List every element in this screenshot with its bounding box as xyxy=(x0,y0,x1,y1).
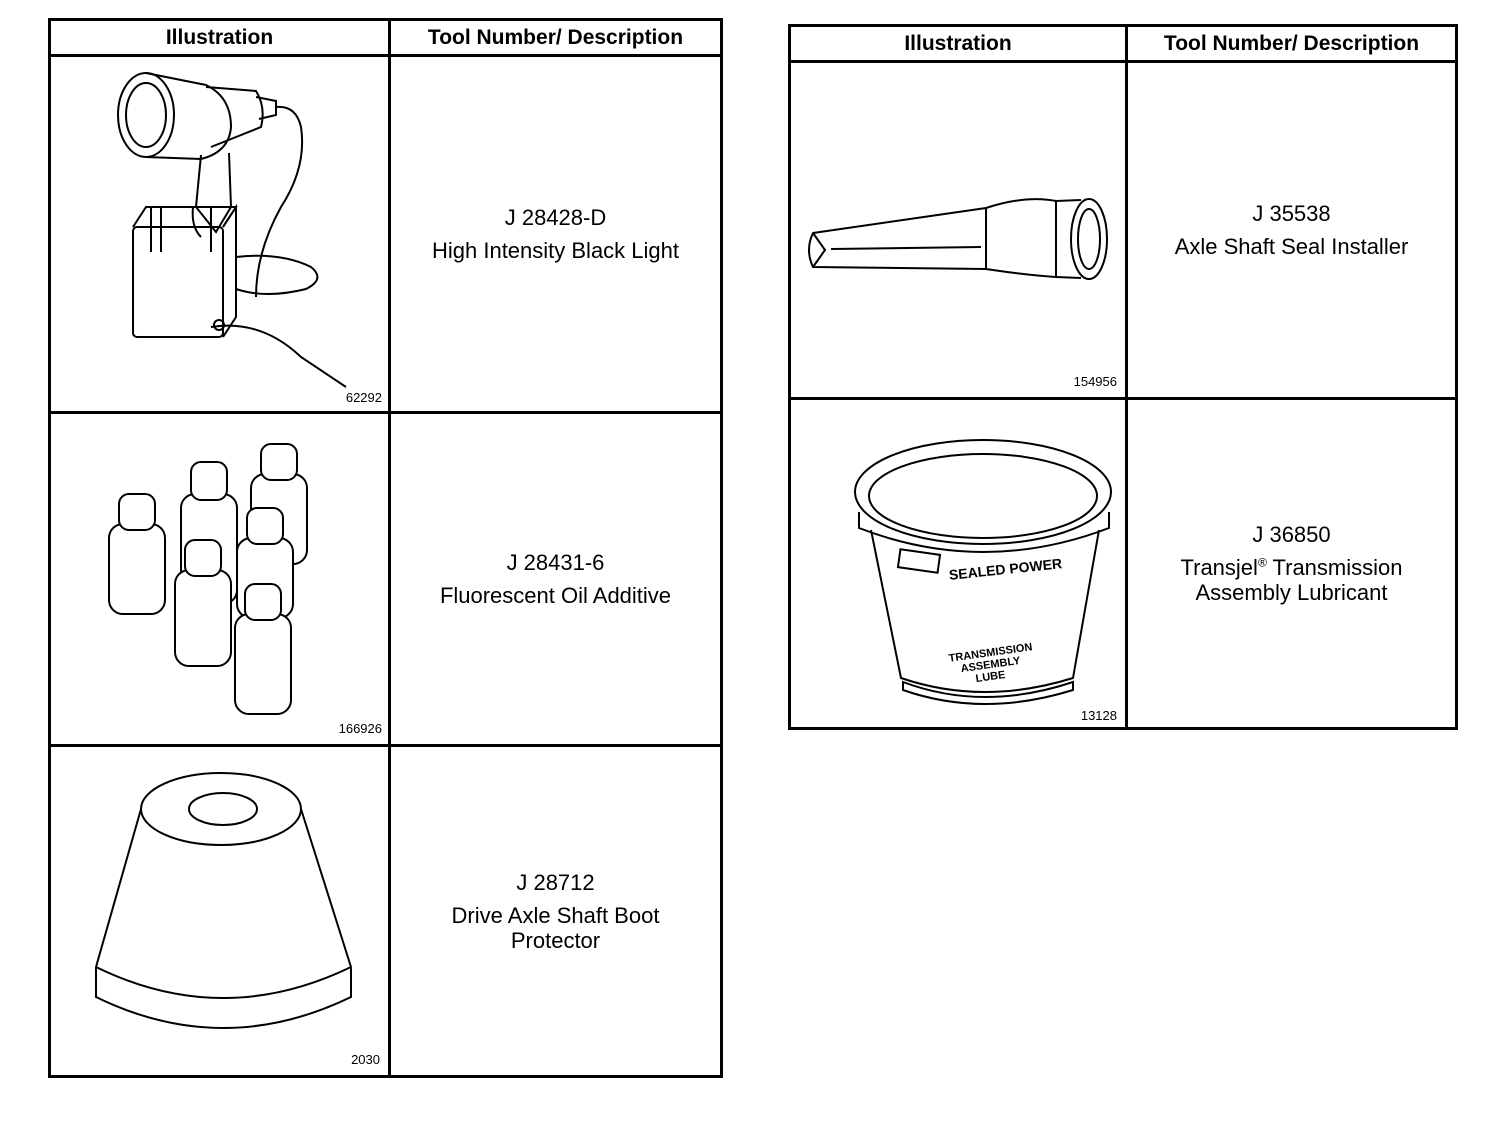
black-light-icon: 62292 xyxy=(51,57,388,411)
right-table-header: Illustration Tool Number/ Description xyxy=(791,27,1455,63)
column-divider xyxy=(1125,27,1128,727)
tool-number: J 28712 xyxy=(516,869,595,895)
figure-id: 13128 xyxy=(1080,708,1117,723)
lubricant-tub-icon: SEALED POWER TRANSMISSION ASSEMBLY LUBE … xyxy=(791,400,1125,727)
illustration-header: Illustration xyxy=(904,31,1012,55)
tub-label-bottom: LUBE xyxy=(975,669,1006,685)
tool-description-line: Axle Shaft Seal Installer xyxy=(1174,234,1409,259)
seal-installer-icon: 154956 xyxy=(791,63,1125,397)
tool-description: J 36850 Transjel® Transmission Assembly … xyxy=(1128,400,1455,727)
figure-id: 62292 xyxy=(345,390,382,405)
tool-description-line: Fluorescent Oil Additive xyxy=(439,583,672,608)
row-divider xyxy=(51,744,720,747)
tool-description-line: Transjel® Transmission xyxy=(1181,555,1403,580)
tool-description: J 35538 Axle Shaft Seal Installer xyxy=(1128,63,1455,397)
tub-label: SEALED POWER xyxy=(948,555,1063,583)
boot-protector-icon: 2030 xyxy=(51,747,388,1075)
figure-id: 166926 xyxy=(338,721,382,736)
figure-id: 2030 xyxy=(351,1052,380,1067)
left-table-header: Illustration Tool Number/ Description xyxy=(51,21,720,57)
illustration-header: Illustration xyxy=(165,25,274,49)
tool-number: J 35538 xyxy=(1252,201,1331,226)
tool-description-line: High Intensity Black Light xyxy=(431,238,680,263)
registered-mark: ® xyxy=(1257,555,1267,570)
transjel-text: Transjel xyxy=(1180,555,1258,580)
left-tool-table: Illustration Tool Number/ Description xyxy=(48,18,723,1078)
transmission-text: Transmission xyxy=(1266,555,1403,580)
column-divider xyxy=(388,21,391,1075)
tool-description: J 28431-6 Fluorescent Oil Additive xyxy=(391,414,720,744)
tool-number: J 28431-6 xyxy=(506,550,605,575)
row-divider xyxy=(791,397,1455,400)
oil-additive-bottles-icon: 166926 xyxy=(51,414,388,744)
tool-description-line: Drive Axle Shaft Boot xyxy=(451,902,660,928)
figure-id: 154956 xyxy=(1073,374,1117,389)
tool-description: J 28712 Drive Axle Shaft Boot Protector xyxy=(391,747,720,1075)
row-divider xyxy=(51,411,720,414)
tool-description-line: Protector xyxy=(510,927,601,953)
tool-number: J 36850 xyxy=(1252,522,1331,547)
tool-description-header: Tool Number/ Description xyxy=(427,25,684,49)
tool-number: J 28428-D xyxy=(504,205,607,230)
tool-description: J 28428-D High Intensity Black Light xyxy=(391,57,720,411)
right-tool-table: Illustration Tool Number/ Description 15… xyxy=(788,24,1458,730)
tool-description-header: Tool Number/ Description xyxy=(1163,31,1420,55)
tool-description-line: Assembly Lubricant xyxy=(1195,580,1388,605)
